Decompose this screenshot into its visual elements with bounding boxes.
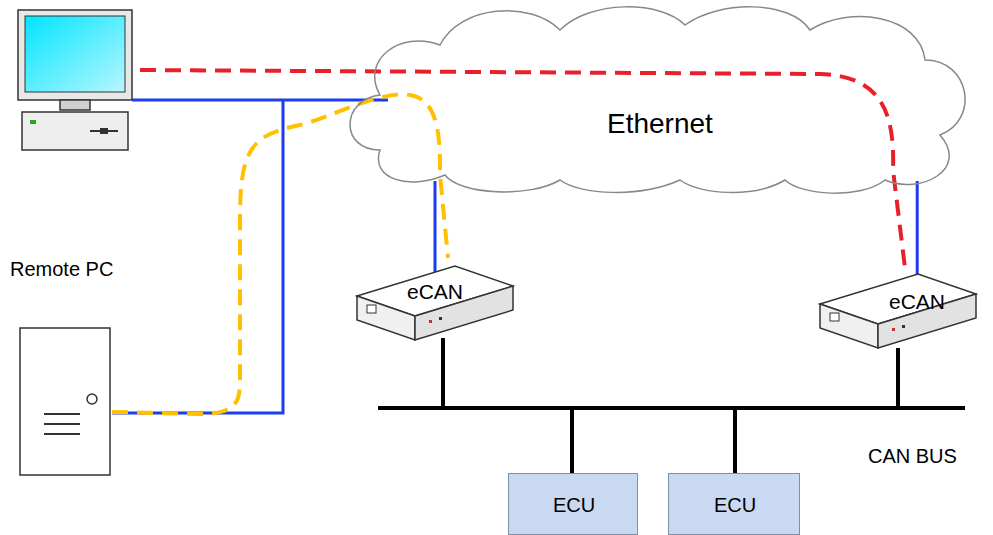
can-bus [378,338,965,473]
node-label: eCAN [889,290,945,313]
ethernet-cloud: Ethernet [340,0,980,195]
remote-path [140,70,905,268]
monitor-pc [18,10,132,150]
ecu-box: ECU [668,473,800,535]
ecan-device: eCAN [355,258,515,343]
local-path [112,94,448,414]
pc-label: Remote PC [10,258,113,280]
server-tower [20,328,110,475]
node-label: eCAN [407,280,463,303]
bus-label: CAN BUS [868,445,957,467]
ethernet-link [435,181,436,272]
ecan-device: eCAN [818,266,978,351]
ecu-box: ECU [508,473,638,535]
ethernet-wire [112,100,388,413]
node-label: ECU [714,494,756,516]
node-label: ECU [553,494,595,516]
cloud-outline [340,0,980,195]
node-label: Ethernet [607,109,713,140]
ethernet-link [917,181,918,280]
